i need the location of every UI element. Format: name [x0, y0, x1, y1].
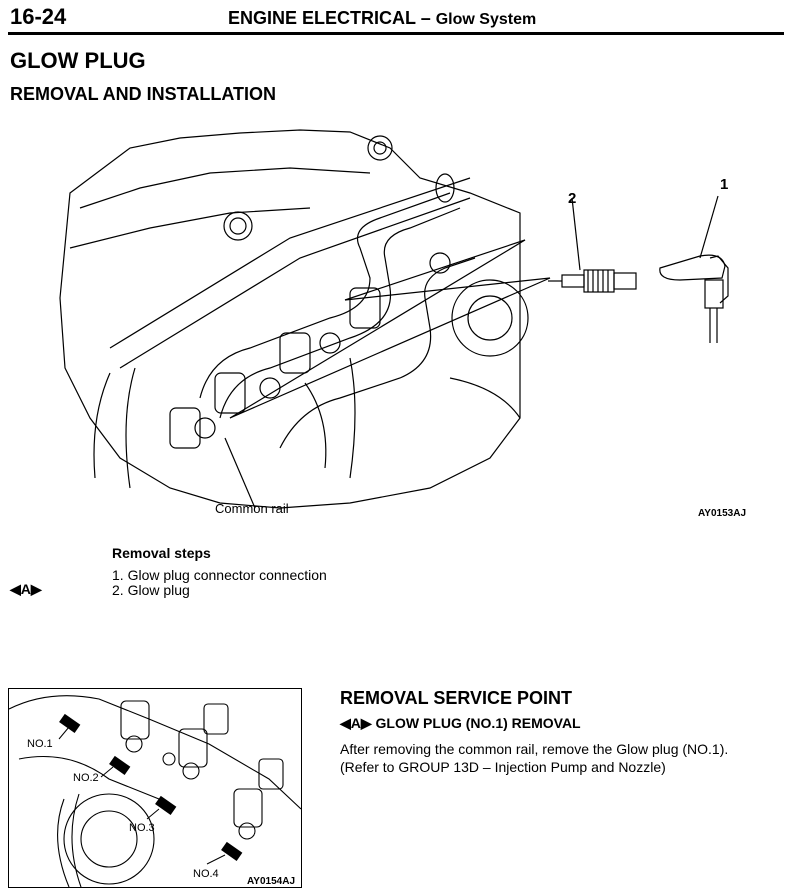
- service-text-line-2: (Refer to GROUP 13D – Injection Pump and…: [340, 759, 666, 775]
- removal-steps-heading: Removal steps: [112, 545, 211, 561]
- subsection-name: Glow System: [435, 11, 537, 28]
- engine-illustration: 2 1 Common rail AY0153AJ: [59, 129, 746, 519]
- removal-step-1: 1. Glow plug connector connection: [112, 567, 327, 583]
- glow-plug-label-no4: NO.4: [193, 868, 219, 880]
- service-subtitle-text: GLOW PLUG (NO.1) REMOVAL: [375, 715, 581, 731]
- title-separator: –: [420, 8, 431, 28]
- removal-ref-mark: ◀A▶: [10, 581, 42, 597]
- section-title: ENGINE ELECTRICAL – Glow System: [228, 8, 536, 29]
- page-number: 16-24: [10, 4, 67, 29]
- page-title: GLOW PLUG: [10, 48, 146, 73]
- service-point-subtitle: ◀A▶ GLOW PLUG (NO.1) REMOVAL: [340, 715, 581, 732]
- glow-plug-label-no2: NO.2: [73, 772, 99, 784]
- glow-plug-label-no1: NO.1: [27, 738, 53, 750]
- removal-step-2: 2. Glow plug: [112, 582, 190, 598]
- glow-plug-location-figure: NO.1 NO.2 NO.3 NO.4 AY0154AJ: [8, 688, 302, 888]
- figure1-code: AY0153AJ: [698, 508, 746, 519]
- section-name: ENGINE ELECTRICAL: [228, 8, 416, 28]
- callout-1: 1: [720, 176, 728, 193]
- service-text-line-1: After removing the common rail, remove t…: [340, 741, 729, 757]
- glow-plug-location-illustration: NO.1 NO.2 NO.3 NO.4 AY0154AJ: [9, 695, 301, 887]
- service-point-text: After removing the common rail, remove t…: [340, 740, 785, 776]
- common-rail-label: Common rail: [215, 501, 289, 516]
- page-header: 16-24 ENGINE ELECTRICAL – Glow System: [8, 2, 784, 35]
- service-ref-mark: ◀A▶: [340, 715, 372, 731]
- figure2-code: AY0154AJ: [247, 876, 295, 887]
- page-subtitle: REMOVAL AND INSTALLATION: [10, 84, 276, 104]
- callout-2: 2: [568, 190, 576, 207]
- service-point-title: REMOVAL SERVICE POINT: [340, 688, 573, 708]
- glow-plug-label-no3: NO.3: [129, 822, 155, 834]
